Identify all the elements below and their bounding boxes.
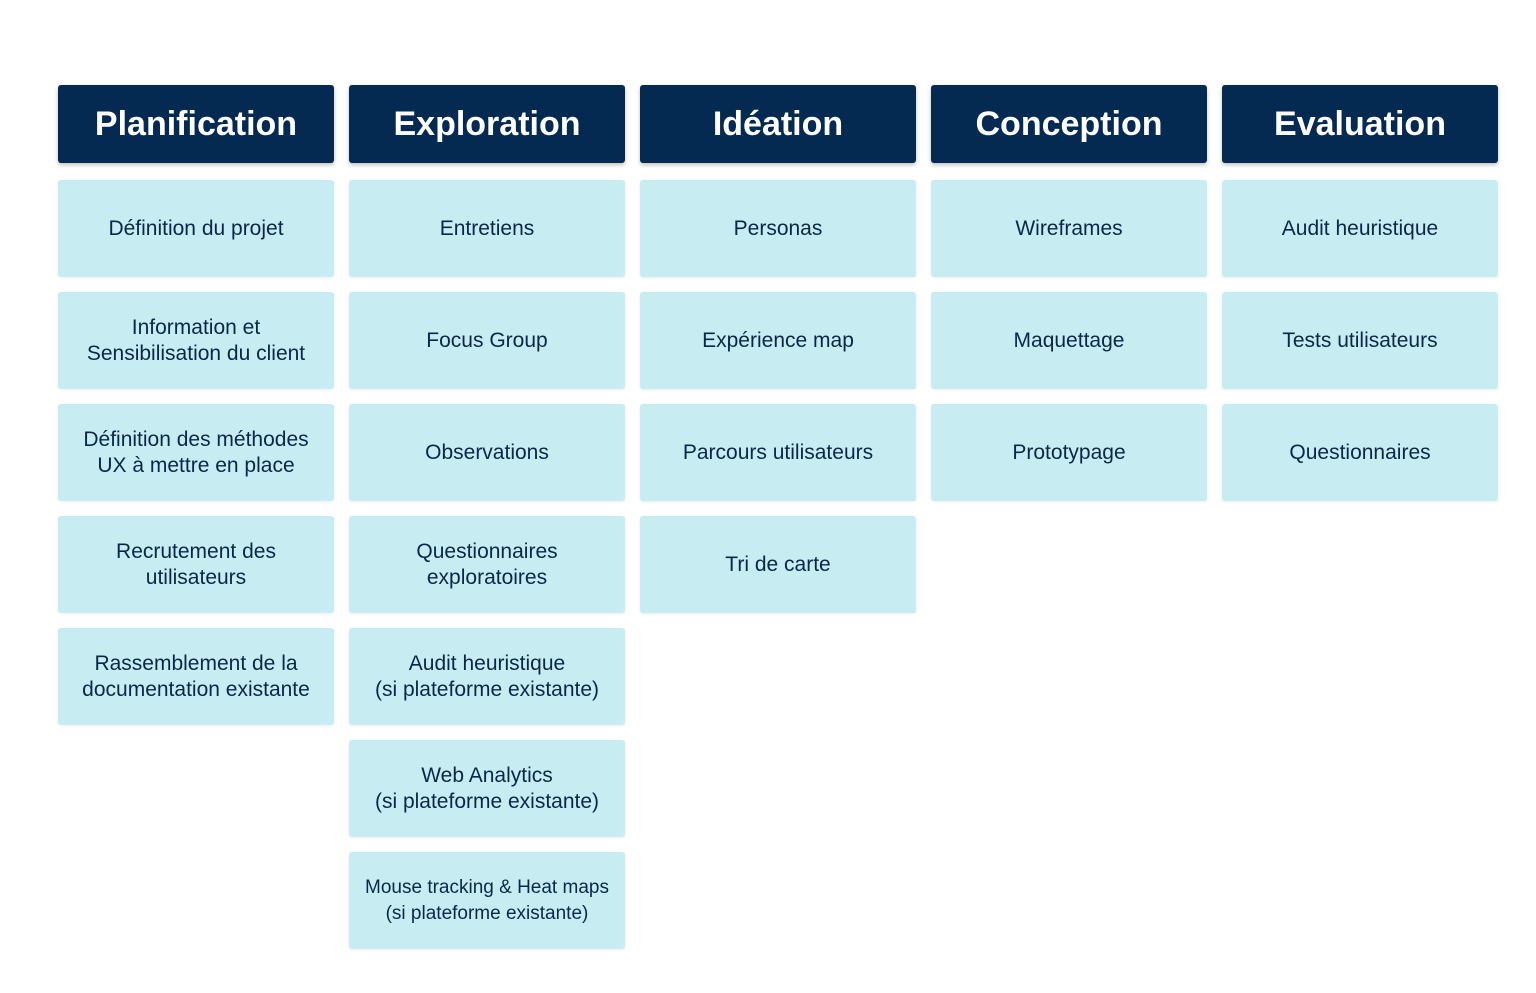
column-conception: Conception Wireframes Maquettage Prototy…	[931, 85, 1207, 949]
ux-process-board: Planification Définition du projet Infor…	[58, 85, 1498, 949]
column-planification: Planification Définition du projet Infor…	[58, 85, 334, 949]
phase-header-conception: Conception	[931, 85, 1207, 163]
card-parcours-utilisateurs: Parcours utilisateurs	[640, 404, 916, 501]
card-definition-methodes-ux: Définition des méthodes UX à mettre en p…	[58, 404, 334, 501]
card-audit-heuristique-existante: Audit heuristique (si plateforme existan…	[349, 628, 625, 725]
card-entretiens: Entretiens	[349, 180, 625, 277]
phase-header-ideation: Idéation	[640, 85, 916, 163]
card-audit-heuristique: Audit heuristique	[1222, 180, 1498, 277]
card-list-conception: Wireframes Maquettage Prototypage	[931, 180, 1207, 501]
card-prototypage: Prototypage	[931, 404, 1207, 501]
card-list-exploration: Entretiens Focus Group Observations Ques…	[349, 180, 625, 949]
phase-header-planification: Planification	[58, 85, 334, 163]
card-observations: Observations	[349, 404, 625, 501]
column-exploration: Exploration Entretiens Focus Group Obser…	[349, 85, 625, 949]
card-web-analytics: Web Analytics (si plateforme existante)	[349, 740, 625, 837]
card-definition-du-projet: Définition du projet	[58, 180, 334, 277]
card-questionnaires: Questionnaires	[1222, 404, 1498, 501]
card-list-ideation: Personas Expérience map Parcours utilisa…	[640, 180, 916, 613]
card-focus-group: Focus Group	[349, 292, 625, 389]
column-ideation: Idéation Personas Expérience map Parcour…	[640, 85, 916, 949]
card-information-sensibilisation: Information et Sensibilisation du client	[58, 292, 334, 389]
card-experience-map: Expérience map	[640, 292, 916, 389]
card-list-planification: Définition du projet Information et Sens…	[58, 180, 334, 725]
phase-header-exploration: Exploration	[349, 85, 625, 163]
card-mouse-tracking-heat-maps: Mouse tracking & Heat maps (si plateform…	[349, 852, 625, 949]
card-list-evaluation: Audit heuristique Tests utilisateurs Que…	[1222, 180, 1498, 501]
card-recrutement-utilisateurs: Recrutement des utilisateurs	[58, 516, 334, 613]
card-questionnaires-exploratoires: Questionnaires exploratoires	[349, 516, 625, 613]
card-personas: Personas	[640, 180, 916, 277]
card-rassemblement-documentation: Rassemblement de la documentation exista…	[58, 628, 334, 725]
card-tests-utilisateurs: Tests utilisateurs	[1222, 292, 1498, 389]
phase-header-evaluation: Evaluation	[1222, 85, 1498, 163]
card-wireframes: Wireframes	[931, 180, 1207, 277]
card-maquettage: Maquettage	[931, 292, 1207, 389]
card-tri-de-carte: Tri de carte	[640, 516, 916, 613]
column-evaluation: Evaluation Audit heuristique Tests utili…	[1222, 85, 1498, 949]
